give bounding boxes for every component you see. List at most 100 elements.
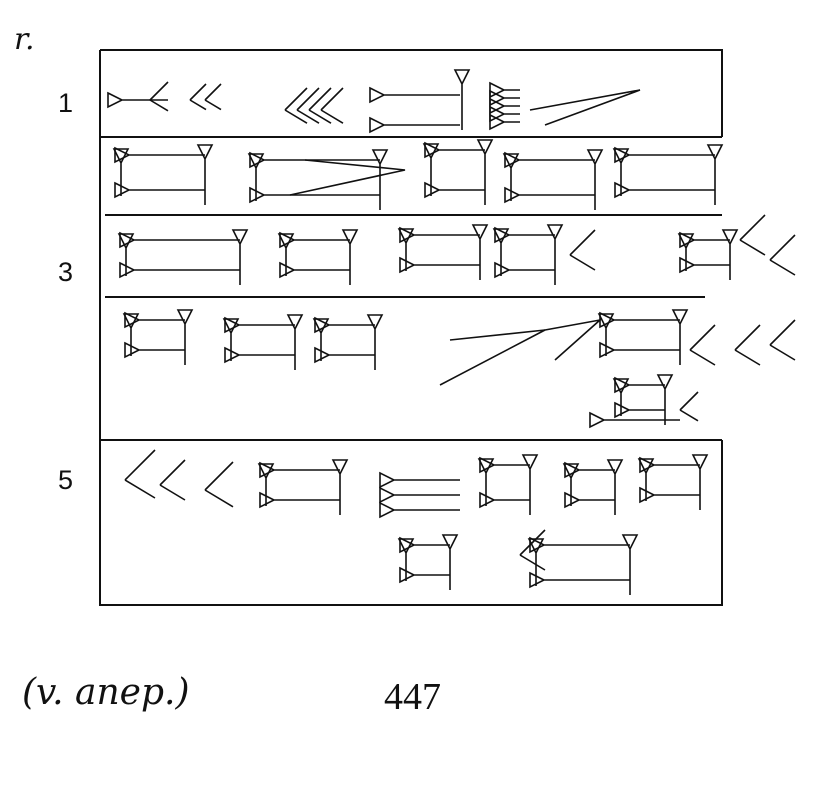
horizontal-wedge	[589, 411, 680, 429]
horizontal-wedge	[614, 146, 715, 164]
wedge	[289, 159, 406, 196]
horizontal-wedge	[504, 186, 595, 204]
wedge	[439, 329, 546, 386]
winkelhaken-wedge	[204, 461, 234, 508]
vertical-wedge	[453, 69, 471, 130]
vertical-wedge	[397, 538, 415, 581]
horizontal-wedge	[224, 316, 295, 334]
winkelhaken-wedge	[689, 324, 716, 366]
vertical-wedge	[422, 143, 440, 196]
vertical-wedge	[546, 224, 564, 285]
vertical-wedge	[476, 139, 494, 205]
horizontal-wedge	[124, 311, 185, 329]
winkelhaken-wedge	[308, 87, 332, 124]
horizontal-wedge	[479, 456, 530, 474]
vertical-wedge	[286, 314, 304, 370]
tablet-frame	[99, 49, 723, 606]
horizontal-wedge	[114, 146, 205, 164]
vertical-wedge	[612, 378, 630, 416]
horizontal-wedge	[379, 486, 460, 504]
vertical-wedge	[312, 318, 330, 361]
horizontal-wedge	[679, 231, 730, 249]
wedge	[544, 318, 603, 361]
caption-text: (v. anep.)	[22, 672, 190, 713]
line-number-3: 3	[58, 257, 74, 287]
vertical-wedge	[586, 149, 604, 210]
vertical-wedge	[492, 228, 510, 276]
horizontal-wedge	[424, 141, 485, 159]
winkelhaken-wedge	[519, 529, 546, 571]
winkelhaken-wedge	[769, 234, 796, 276]
vertical-wedge	[371, 149, 389, 210]
vertical-wedge	[621, 534, 639, 595]
winkelhaken-wedge	[739, 214, 766, 256]
horizontal-wedge	[489, 89, 520, 107]
wedge	[529, 89, 641, 126]
horizontal-wedge	[564, 461, 615, 479]
horizontal-wedge	[599, 341, 680, 359]
horizontal-wedge	[489, 97, 520, 115]
vertical-wedge	[176, 309, 194, 365]
horizontal-wedge	[529, 536, 630, 554]
horizontal-wedge	[489, 113, 520, 131]
horizontal-wedge	[489, 105, 520, 123]
horizontal-wedge	[119, 231, 240, 249]
vertical-wedge	[366, 314, 384, 370]
horizontal-wedge	[614, 376, 665, 394]
vertical-wedge	[527, 538, 545, 586]
horizontal-wedge	[614, 181, 715, 199]
horizontal-wedge	[314, 346, 375, 364]
winkelhaken-wedge	[204, 83, 222, 111]
vertical-wedge	[277, 233, 295, 276]
vertical-wedge	[222, 318, 240, 361]
vertical-wedge	[397, 228, 415, 271]
winkelhaken-wedge	[569, 229, 596, 271]
vertical-wedge	[637, 458, 655, 501]
horizontal-wedge	[614, 401, 665, 419]
vertical-wedge	[247, 153, 265, 201]
horizontal-wedge	[279, 231, 350, 249]
vertical-wedge	[231, 229, 249, 285]
horizontal-wedge	[224, 346, 295, 364]
horizontal-wedge	[399, 536, 450, 554]
horizontal-wedge	[249, 186, 380, 204]
vertical-wedge	[471, 224, 489, 280]
vertical-wedge	[656, 374, 674, 425]
horizontal-wedge	[639, 456, 700, 474]
horizontal-wedge	[114, 181, 205, 199]
winkelhaken-wedge	[159, 459, 186, 501]
vertical-wedge	[441, 534, 459, 590]
winkelhaken-wedge	[284, 87, 308, 124]
horizontal-wedge	[259, 491, 340, 509]
vertical-wedge	[502, 153, 520, 201]
vertical-wedge	[257, 463, 275, 506]
horizontal-wedge	[379, 471, 460, 489]
vertical-wedge	[196, 144, 214, 205]
vertical-wedge	[677, 233, 695, 271]
horizontal-wedge	[369, 116, 460, 134]
horizontal-wedge	[259, 461, 340, 479]
horizontal-wedge	[639, 486, 700, 504]
reverse-label: r.	[14, 22, 35, 57]
horizontal-wedge	[494, 226, 555, 244]
winkelhaken-wedge	[189, 83, 207, 111]
horizontal-wedge	[479, 491, 530, 509]
horizontal-wedge	[399, 226, 480, 244]
vertical-wedge	[477, 458, 495, 506]
vertical-wedge	[721, 229, 739, 280]
horizontal-wedge	[424, 181, 485, 199]
horizontal-wedge	[529, 571, 630, 589]
vertical-wedge	[597, 313, 615, 356]
vertical-wedge	[331, 459, 349, 515]
vertical-wedge	[117, 233, 135, 276]
horizontal-wedge	[564, 491, 615, 509]
horizontal-wedge	[249, 151, 380, 169]
winkelhaken-wedge	[679, 391, 699, 422]
horizontal-wedge	[124, 341, 185, 359]
winkelhaken-wedge	[296, 87, 320, 124]
page-number: 447	[384, 676, 441, 718]
horizontal-wedge	[107, 91, 168, 109]
vertical-wedge	[122, 313, 140, 356]
vertical-wedge	[671, 309, 689, 365]
vertical-wedge	[691, 454, 709, 510]
